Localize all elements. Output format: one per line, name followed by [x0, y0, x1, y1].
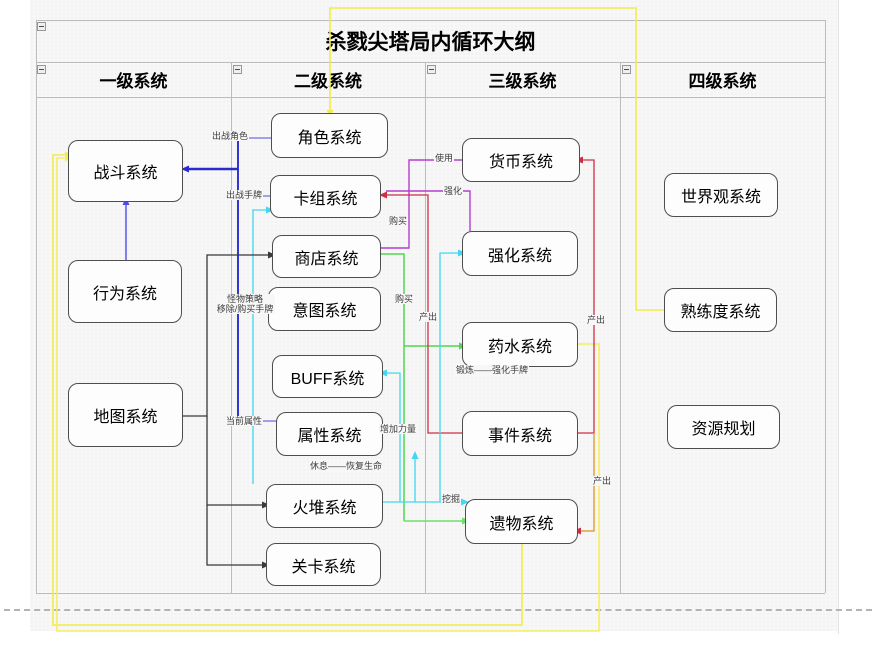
collapse-minus-icon-4[interactable] — [622, 65, 631, 74]
column-divider-2 — [425, 62, 426, 593]
table-title-divider — [36, 62, 825, 63]
edge-event-relic[interactable] — [578, 433, 595, 532]
page-margin-left — [0, 0, 30, 645]
node-event-system[interactable]: 事件系统 — [462, 411, 578, 456]
node-map-system[interactable]: 地图系统 — [68, 383, 183, 447]
edge-proficiency-character[interactable] — [329, 7, 664, 311]
column-header-level1[interactable]: 一级系统 — [99, 72, 168, 91]
table-border-bottom — [36, 593, 825, 594]
label-xiuxi[interactable]: 休息——恢复生命 — [308, 461, 384, 471]
node-resource-planning[interactable]: 资源规划 — [667, 405, 780, 449]
edge-campfire-upgrade[interactable] — [439, 252, 461, 502]
collapse-minus-icon-2[interactable] — [233, 65, 242, 74]
node-character-system[interactable]: 角色系统 — [271, 113, 388, 158]
node-intent-system[interactable]: 意图系统 — [268, 287, 381, 331]
node-stage-system[interactable]: 关卡系统 — [266, 543, 381, 586]
node-relic-system[interactable]: 遗物系统 — [465, 499, 578, 544]
label-wajue[interactable]: 挖掘 — [440, 494, 462, 504]
edge-campfire-buff[interactable] — [384, 372, 401, 502]
table-border-right — [825, 20, 826, 593]
label-goumai-shop[interactable]: 购买 — [393, 294, 415, 304]
label-dangqian-shuxing[interactable]: 当前属性 — [224, 416, 264, 426]
edge-campfire-relic-arrowhead — [461, 498, 469, 506]
node-attribute-system[interactable]: 属性系统 — [276, 412, 383, 456]
edge-campfire-deck[interactable] — [252, 209, 269, 484]
node-potion-system[interactable]: 药水系统 — [462, 322, 578, 367]
node-buff-system[interactable]: BUFF系统 — [272, 355, 383, 398]
node-proficiency-system[interactable]: 熟练度系统 — [664, 288, 777, 332]
node-shop-system[interactable]: 商店系统 — [272, 235, 381, 278]
table-header-divider — [36, 97, 825, 98]
diagram-title[interactable]: 杀戮尖塔局内循环大纲 — [325, 31, 536, 54]
node-deck-system[interactable]: 卡组系统 — [270, 175, 381, 218]
page-margin-right — [838, 0, 884, 645]
edge-event-currency[interactable] — [578, 159, 595, 434]
node-combat-system[interactable]: 战斗系统 — [68, 140, 183, 202]
label-chuzhan-shoupai[interactable]: 出战手牌 — [224, 190, 264, 200]
page-break-dashed-line — [4, 609, 872, 611]
edge-currency-shop[interactable] — [377, 159, 462, 250]
column-divider-3 — [620, 62, 621, 593]
collapse-minus-icon-0[interactable] — [37, 22, 46, 31]
label-chanchu-relic[interactable]: 产出 — [591, 476, 613, 486]
edge-map-shop[interactable] — [183, 254, 271, 417]
label-shiyong[interactable]: 使用 — [433, 153, 455, 163]
page-margin-bottom — [0, 634, 884, 645]
edge-campfire-buff-arrowhead — [379, 369, 387, 377]
column-header-level3[interactable]: 三级系统 — [488, 72, 557, 91]
node-upgrade-system[interactable]: 强化系统 — [462, 231, 578, 276]
edge-upgrade-deck[interactable] — [386, 190, 471, 231]
edge-event-deck-arrowhead — [379, 191, 387, 199]
node-currency-system[interactable]: 货币系统 — [462, 138, 580, 182]
label-duanlian[interactable]: 锻炼——强化手牌 — [454, 365, 530, 375]
label-guaiwu-celue[interactable]: 怪物策略 移除/购买手牌 — [215, 294, 275, 314]
collapse-minus-icon-3[interactable] — [427, 65, 436, 74]
table-border-top — [36, 20, 825, 21]
label-goumai-deck[interactable]: 购买 — [387, 216, 409, 226]
edge-potion-combat[interactable] — [56, 157, 600, 632]
edge-campfire-attribute-arrowhead — [411, 451, 419, 459]
edge-relic-combat[interactable] — [52, 154, 523, 626]
node-behavior-system[interactable]: 行为系统 — [68, 260, 182, 323]
label-chuzhan-juese[interactable]: 出战角色 — [210, 131, 250, 141]
label-chanchu-deck[interactable]: 产出 — [417, 312, 439, 322]
label-qianghua[interactable]: 强化 — [442, 186, 464, 196]
edge-map-campfire[interactable] — [206, 416, 265, 506]
column-header-level4[interactable]: 四级系统 — [688, 72, 757, 91]
column-header-level2[interactable]: 二级系统 — [294, 72, 362, 91]
label-chanchu-currency[interactable]: 产出 — [585, 315, 607, 325]
node-campfire-system[interactable]: 火堆系统 — [266, 484, 383, 528]
collapse-minus-icon-1[interactable] — [37, 65, 46, 74]
table-border-left — [36, 20, 37, 593]
node-worldview-system[interactable]: 世界观系统 — [664, 173, 778, 217]
column-divider-1 — [231, 62, 232, 593]
edge-blue-into-combat-arrowhead — [181, 165, 189, 173]
edge-map-stage[interactable] — [206, 505, 265, 566]
label-zengjia-liliang[interactable]: 增加力量 — [378, 424, 418, 434]
